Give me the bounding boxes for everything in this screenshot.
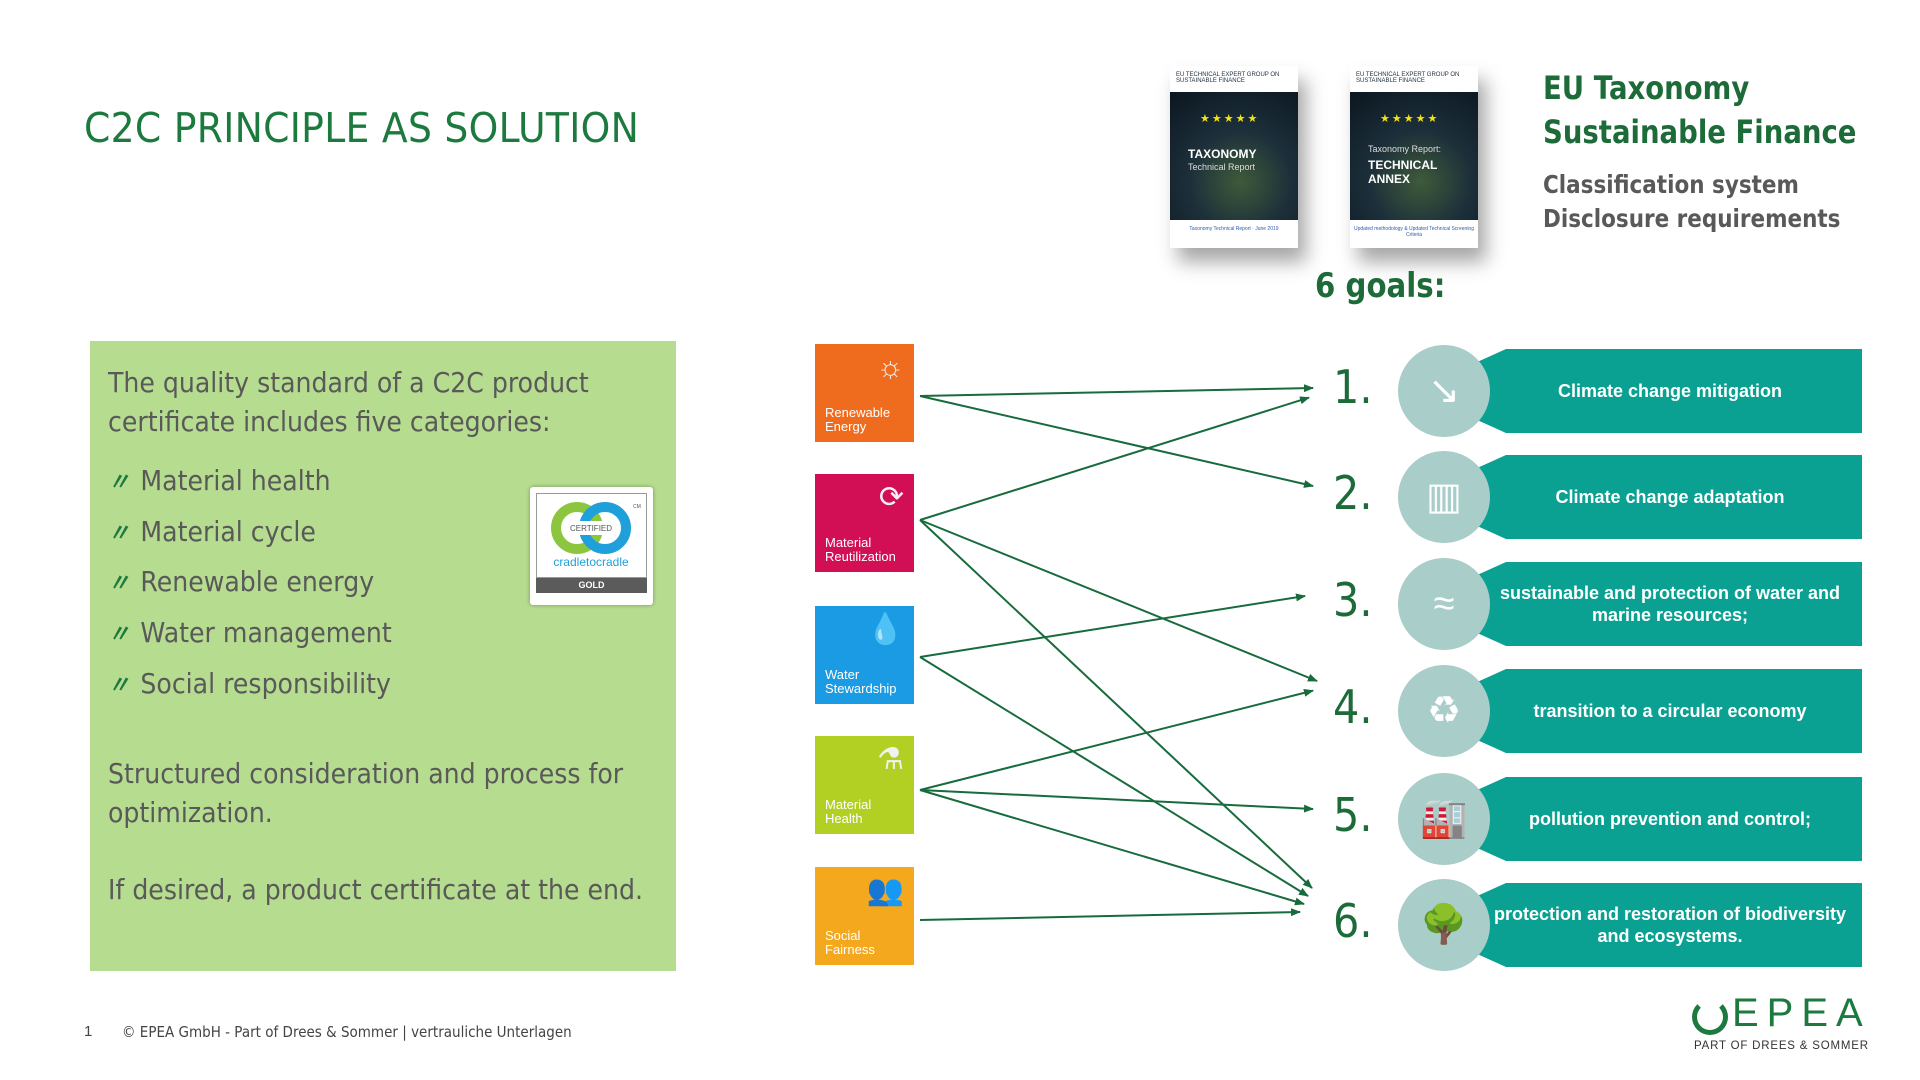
category-item: 〃Material health <box>108 464 331 497</box>
connection-arrow <box>919 396 1310 521</box>
buildings-icon: ▥ <box>1398 451 1490 543</box>
declining-chart-icon: ↘ <box>1398 345 1490 437</box>
svg-text:cradletocradle: cradletocradle <box>553 555 629 569</box>
goal-number: 4. <box>1333 680 1373 734</box>
footer-copyright: © EPEA GmbH - Part of Drees & Sommer | v… <box>122 1023 572 1041</box>
c2c-info-box: The quality standard of a C2C product ce… <box>90 341 676 971</box>
eu-stars-icon: ★★★★★ <box>1200 113 1260 125</box>
goal-number: 5. <box>1333 788 1373 842</box>
certificate-level: GOLD <box>536 578 647 593</box>
goals-heading: 6 goals: <box>1315 266 1446 306</box>
connection-arrow <box>919 789 1314 813</box>
epea-logo: EPEA PART OF DREES & SOMMER <box>1692 991 1871 1052</box>
goal-banner: sustainable and protection of water and … <box>1478 562 1862 646</box>
taxonomy-report-cover: EU TECHNICAL EXPERT GROUP ON SUSTAINABLE… <box>1170 66 1298 248</box>
goal-banner: transition to a circular economy <box>1478 669 1862 753</box>
connection-arrow <box>919 384 1314 397</box>
water-drops-icon: 💧 <box>866 613 904 646</box>
category-item: 〃Water management <box>108 616 392 649</box>
connection-arrow <box>919 519 1313 889</box>
certificate-note: If desired, a product certificate at the… <box>108 873 644 906</box>
technical-annex-cover: EU TECHNICAL EXPERT GROUP ON SUSTAINABLE… <box>1350 66 1478 248</box>
connection-arrow <box>919 395 1314 488</box>
epea-logo-icon <box>1692 999 1728 1035</box>
connection-arrow <box>919 789 1305 906</box>
circular-arrows-icon: ♻ <box>1398 665 1490 757</box>
category-item: 〃Material cycle <box>108 515 316 548</box>
bullet-icon: 〃 <box>108 620 130 648</box>
eu-stars-icon: ★★★★★ <box>1380 113 1440 125</box>
bullet-icon: 〃 <box>108 569 130 597</box>
connection-arrow <box>919 908 1301 921</box>
waves-icon: ≈ <box>1398 558 1490 650</box>
goal-banner: Climate change mitigation <box>1478 349 1862 433</box>
svg-text:CERTIFIED: CERTIFIED <box>570 524 612 533</box>
connection-arrow <box>919 656 1309 897</box>
c2c-gold-certificate-badge: CERTIFIED CM cradletocradle GOLD <box>530 487 653 605</box>
bullet-icon: 〃 <box>108 519 130 547</box>
goal-banner: protection and restoration of biodiversi… <box>1478 883 1862 967</box>
process-line-2: optimization. <box>108 796 273 829</box>
goal-number: 6. <box>1333 894 1373 948</box>
c2c-logo-icon: CERTIFIED CM cradletocradle <box>551 502 641 569</box>
goal-number: 1. <box>1333 360 1373 414</box>
intro-line-1: The quality standard of a C2C product <box>108 366 589 399</box>
process-line-1: Structured consideration and process for <box>108 757 624 790</box>
intro-line-2: certificate includes five categories: <box>108 405 551 438</box>
category-item: 〃Renewable energy <box>108 565 375 598</box>
recycle-arrows-icon: ⟳ <box>878 481 904 514</box>
goal-number: 3. <box>1333 573 1373 627</box>
bullet-icon: 〃 <box>108 671 130 699</box>
page-title: C2C PRINCIPLE AS SOLUTION <box>84 104 640 152</box>
goal-banner: Climate change adaptation <box>1478 455 1862 539</box>
connection-arrow <box>919 688 1314 791</box>
goal-banner: pollution prevention and control; <box>1478 777 1862 861</box>
page-number: 1 <box>84 1023 93 1040</box>
factory-icon: 🏭 <box>1398 773 1490 865</box>
trees-icon: 🌳 <box>1398 879 1490 971</box>
people-icon: 👥 <box>866 874 904 907</box>
svg-text:CM: CM <box>633 504 641 510</box>
connection-arrow <box>919 593 1306 658</box>
bullet-icon: 〃 <box>108 468 130 496</box>
flask-icon: ⚗ <box>877 743 904 776</box>
connection-arrow <box>919 519 1318 682</box>
goal-number: 2. <box>1333 466 1373 520</box>
sun-icon: ☼ <box>876 351 905 384</box>
category-item: 〃Social responsibility <box>108 667 391 700</box>
